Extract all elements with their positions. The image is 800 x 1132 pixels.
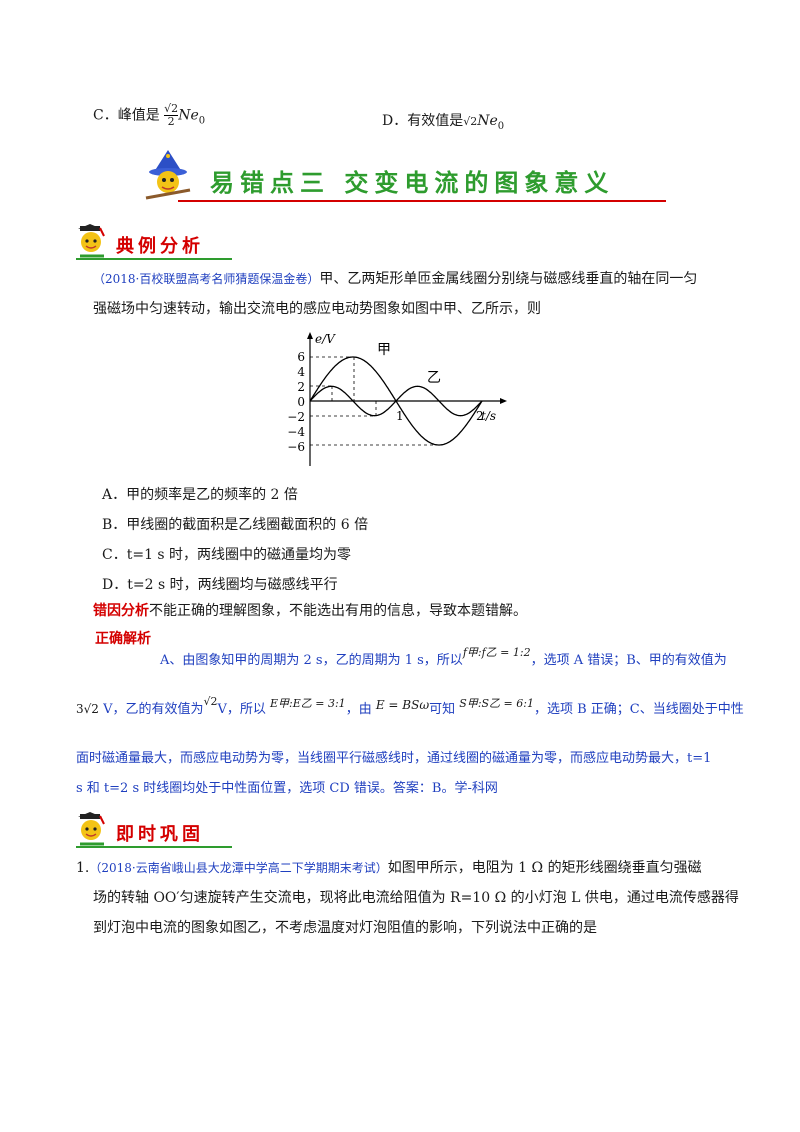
- option-list: A．甲的频率是乙的频率的 2 倍 B．甲线圈的截面积是乙线圈截面积的 6 倍 C…: [102, 480, 368, 600]
- y-tick-label: −6: [287, 440, 305, 454]
- question-block: （2018·百校联盟高考名师猜题保温金卷）甲、乙两矩形单匝金属线圈分别绕与磁感线…: [93, 264, 733, 324]
- solution-line-2: 3√2 V，乙的有效值为√2V，所以 E甲:E乙 = 3:1，由 E = BSω…: [76, 695, 744, 717]
- correct-label: 正确解析: [95, 631, 151, 647]
- scholar-mascot-icon: [74, 812, 112, 848]
- x-axis-label: t/s: [481, 409, 496, 423]
- section-title-example: 典例分析: [116, 236, 204, 257]
- question-line: 甲、乙两矩形单匝金属线圈分别绕与磁感线垂直的轴在同一匀: [319, 271, 698, 287]
- y-tick-label: 6: [297, 350, 305, 364]
- banner-title: 易错点三 交变电流的图象意义: [210, 168, 615, 197]
- x-tick-label: 1: [396, 409, 404, 423]
- y-tick-label: 2: [297, 380, 305, 394]
- error-label: 错因分析: [93, 603, 149, 619]
- section-underline: [76, 258, 232, 260]
- error-analysis: 错因分析不能正确的理解图象，不能选出有用的信息，导致本题错解。: [93, 600, 527, 620]
- label-jia: 甲: [377, 342, 391, 358]
- y-tick-label: −4: [287, 425, 305, 439]
- y-tick-label: 0: [297, 395, 305, 409]
- question-source: （2018·百校联盟高考名师猜题保温金卷）: [93, 272, 320, 286]
- practice-question-1: 1.（2018·云南省峨山县大龙潭中学高二下学期期末考试）如图甲所示，电阻为 1…: [76, 860, 739, 936]
- x-tick-label: 2: [476, 409, 484, 423]
- section-title-practice: 即时巩固: [116, 824, 204, 845]
- scholar-mascot-icon: [74, 224, 112, 260]
- curve-yi: [309, 385, 483, 417]
- label-yi: 乙: [427, 370, 441, 386]
- option-c: C．峰值是 √2 2 Ne0: [93, 102, 206, 128]
- solution-lines-3-4: 面时磁通量最大，而感应电动势为零，当线圈平行磁感线时，通过线圈的磁通量为零，而感…: [76, 751, 712, 796]
- question-source: （2018·云南省峨山县大龙潭中学高二下学期期末考试）: [89, 861, 388, 875]
- solution-line-1: A、由图象知甲的周期为 2 s，乙的周期为 1 s，所以f甲:f乙 = 1:2，…: [160, 646, 727, 668]
- emf-graph: e/V t/s 6 4 2 0 −2 −4 −6 1 2 甲 乙: [275, 328, 525, 473]
- banner-underline: [178, 200, 666, 202]
- option-b: B．甲线圈的截面积是乙线圈截面积的 6 倍: [102, 517, 369, 533]
- option-c-label: C．峰值是: [93, 107, 160, 124]
- option-c2: C．t=1 s 时，两线圈中的磁通量均为零: [102, 547, 352, 563]
- question-line: 强磁场中匀速转动，输出交流电的感应电动势图象如图中甲、乙所示，则: [93, 301, 541, 317]
- y-axis-label: e/V: [315, 332, 336, 346]
- option-a: A．甲的频率是乙的频率的 2 倍: [102, 487, 298, 503]
- question-number: 1.: [76, 860, 90, 876]
- option-d2: D．t=2 s 时，两线圈均与磁感线平行: [102, 577, 338, 593]
- y-tick-label: 4: [297, 365, 305, 379]
- section-underline: [76, 846, 232, 848]
- option-d: D．有效值是√2Ne0: [382, 113, 505, 132]
- fraction: √2 2: [164, 102, 179, 128]
- wizard-mascot-icon: [138, 150, 198, 202]
- y-tick-label: −2: [287, 410, 305, 424]
- error-text: 不能正确的理解图象，不能选出有用的信息，导致本题错解。: [149, 603, 527, 619]
